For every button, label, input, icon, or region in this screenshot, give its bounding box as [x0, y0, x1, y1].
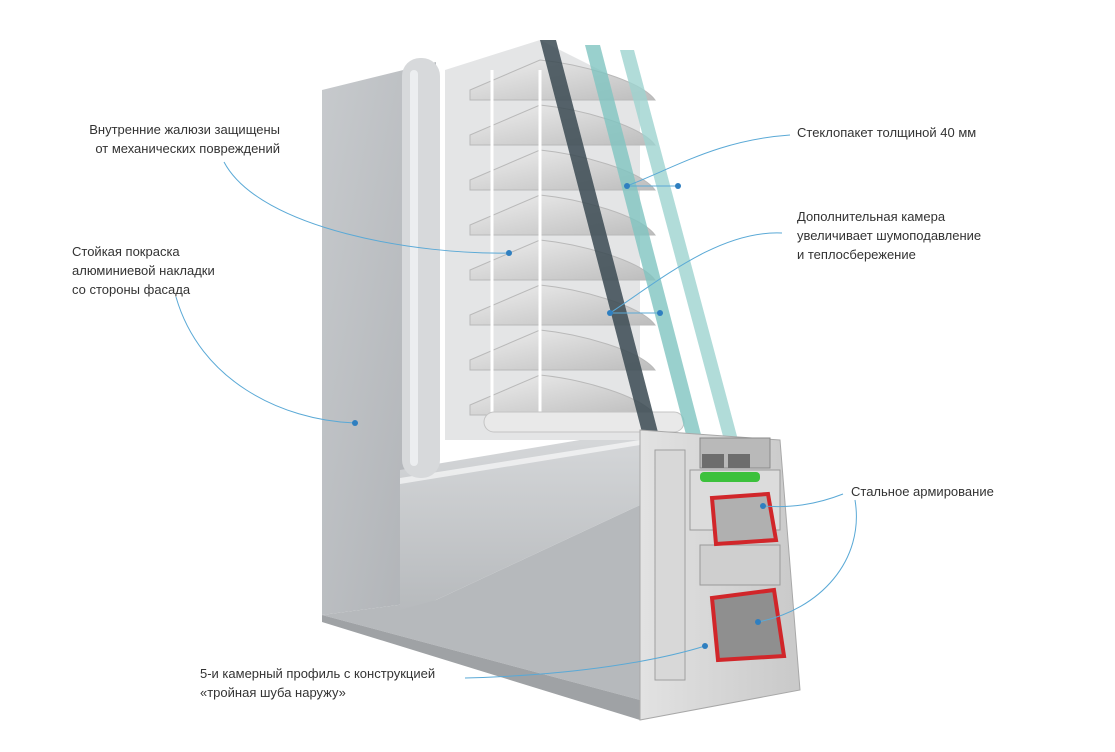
callout-facade-paint: Стойкая покраска алюминиевой накладки со… [72, 242, 215, 299]
callout-facade-paint-line-2: алюминиевой накладки [72, 263, 215, 278]
triple-glazing [540, 40, 742, 455]
callout-internal-blinds: Внутренние жалюзи защищены от механическ… [70, 120, 280, 158]
callout-facade-paint-line-3: со стороны фасада [72, 282, 191, 297]
blind-slat [469, 194, 657, 236]
leader-dot-chamber-a [607, 310, 613, 316]
callout-steel-reinforcement: Стальное армирование [851, 482, 994, 501]
leader-line-steel [762, 493, 844, 508]
leader-line-glass [626, 134, 791, 187]
callout-five-chamber-profile-line-2: «тройная шуба наружу» [200, 685, 346, 700]
leader-dot-blinds [506, 250, 512, 256]
callout-facade-paint-line-1: Стойкая покраска [72, 244, 180, 259]
leader-line-steel-2 [757, 499, 857, 623]
leader-line-blinds [223, 161, 510, 254]
callout-internal-blinds-line-1: Внутренние жалюзи защищены [89, 122, 280, 137]
leader-dot-profile [702, 643, 708, 649]
blind-slat [469, 329, 657, 371]
leader-dot-steel-b [755, 619, 761, 625]
callout-five-chamber-profile-line-1: 5-и камерный профиль с конструкцией [200, 666, 436, 681]
callout-glass-unit: Стеклопакет толщиной 40 мм [797, 123, 976, 142]
callout-internal-blinds-line-2: от механических повреждений [95, 141, 280, 156]
inner-bead [402, 58, 440, 478]
pvc-profile-section [639, 429, 801, 721]
leader-dot-steel-a [760, 503, 766, 509]
leader-dot-paint [352, 420, 358, 426]
callout-extra-chamber: Дополнительная камера увеличивает шумопо… [797, 207, 981, 264]
callout-five-chamber-profile: 5-и камерный профиль с конструкцией «тро… [200, 664, 435, 702]
callout-extra-chamber-line-3: и теплосбережение [797, 247, 916, 262]
callout-glass-unit-line-1: Стеклопакет толщиной 40 мм [797, 125, 977, 140]
callout-extra-chamber-line-2: увеличивает шумоподавление [797, 228, 982, 243]
leader-line-chamber [609, 232, 783, 314]
leader-dot-glass-a [624, 183, 630, 189]
callout-steel-reinforcement-line-1: Стальное армирование [851, 484, 994, 499]
blind-slat [469, 149, 657, 191]
leader-line-profile [464, 645, 706, 679]
callout-extra-chamber-line-1: Дополнительная камера [797, 209, 946, 224]
leader-dot-chamber-b [657, 310, 663, 316]
leader-dot-glass-b [675, 183, 681, 189]
leader-line-paint [175, 296, 356, 424]
